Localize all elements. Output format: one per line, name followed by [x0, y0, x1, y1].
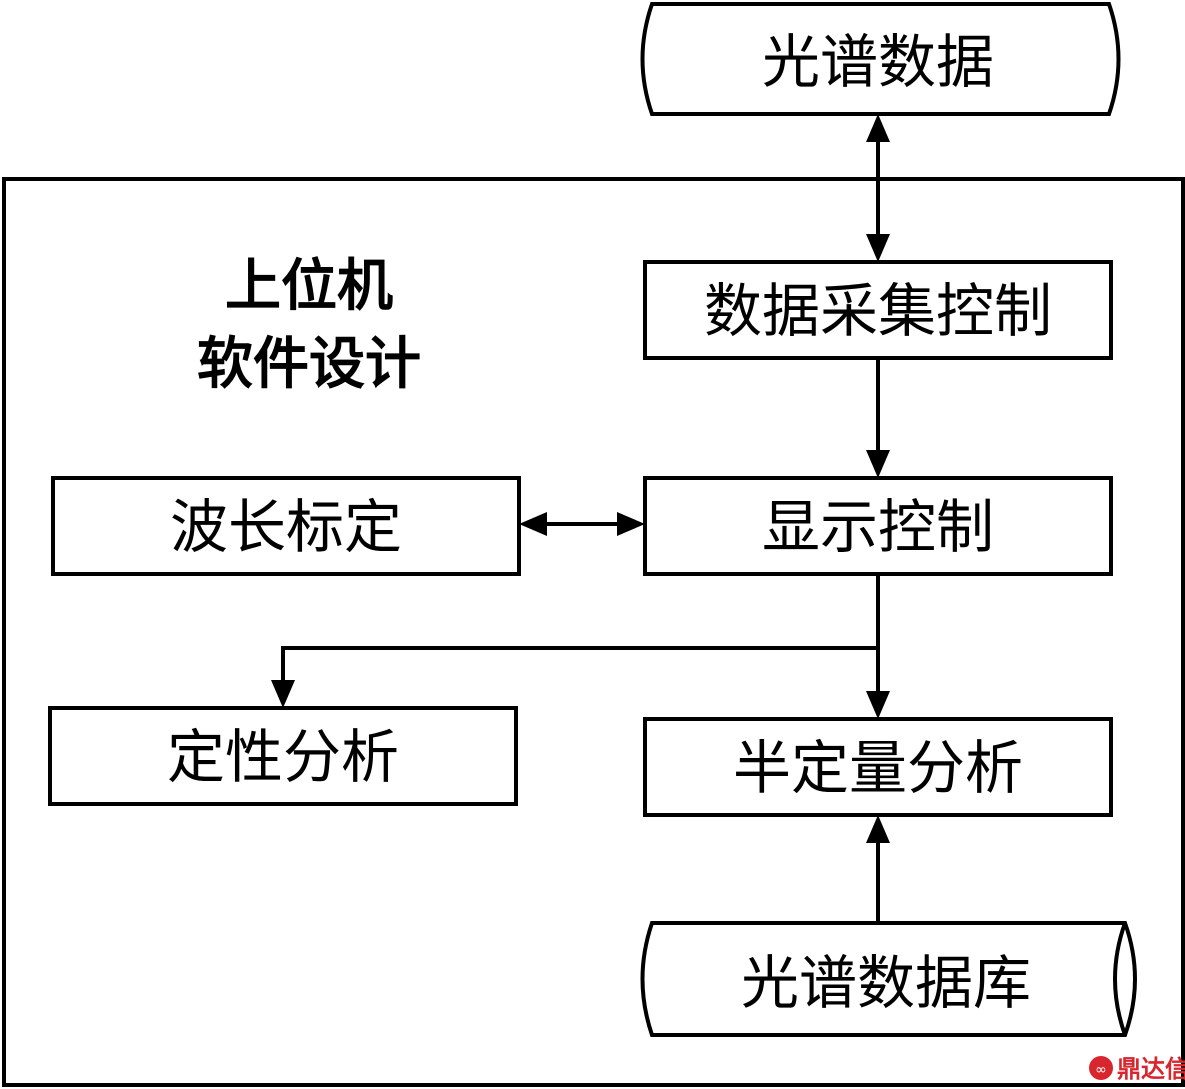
wavelength-calibration-node: 波长标定: [51, 476, 521, 576]
data-acquisition-node: 数据采集控制: [643, 260, 1113, 360]
wavelength-calibration-label: 波长标定: [170, 493, 402, 561]
title-line-2: 软件设计: [197, 332, 421, 397]
spectral-database-label: 光谱数据库: [741, 949, 1031, 1017]
connector-display-to-semiquant: [866, 574, 890, 719]
spectral-data-label: 光谱数据: [762, 28, 994, 96]
connector-acquisition-to-display: [866, 358, 890, 478]
title-line-1: 上位机: [225, 254, 393, 319]
watermark-logo: ∞ 鼎达信: [1089, 1055, 1185, 1083]
connector-display-to-qualitative: [271, 646, 878, 708]
watermark-text: 鼎达信: [1117, 1055, 1185, 1083]
watermark-logo-icon: [1089, 1056, 1113, 1080]
spectral-data-node: 光谱数据: [640, 1, 1121, 116]
connector-database-to-semiquant: [866, 815, 890, 923]
data-acquisition-label: 数据采集控制: [704, 277, 1052, 345]
connector-data-to-acquisition: [866, 114, 890, 262]
spectral-database-node: 光谱数据库: [640, 921, 1137, 1037]
display-control-node: 显示控制: [643, 476, 1113, 576]
system-boundary-frame: [2, 177, 1185, 1087]
qualitative-analysis-node: 定性分析: [48, 706, 518, 806]
svg-text:∞: ∞: [1095, 1062, 1107, 1078]
qualitative-analysis-label: 定性分析: [167, 723, 399, 791]
display-control-label: 显示控制: [762, 493, 994, 561]
connector-calibration-display: [519, 512, 645, 536]
semi-quantitative-analysis-node: 半定量分析: [643, 717, 1113, 817]
semi-quantitative-analysis-label: 半定量分析: [733, 734, 1023, 802]
